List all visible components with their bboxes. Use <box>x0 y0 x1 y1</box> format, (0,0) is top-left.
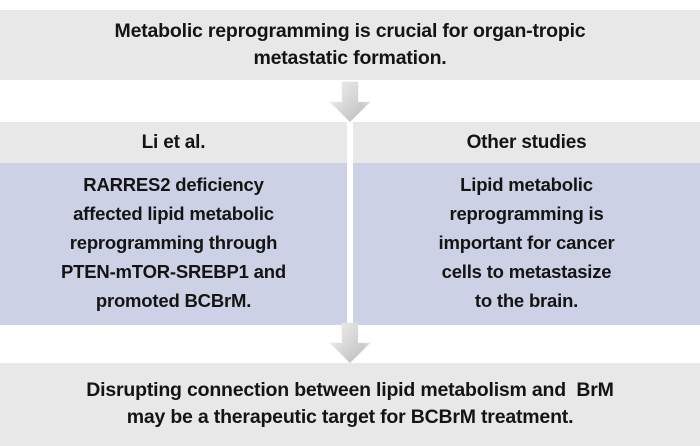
column-body-line: reprogramming through <box>69 232 278 253</box>
column-body-line: to the brain. <box>474 290 579 311</box>
column-body-line: PTEN-mTOR-SREBP1 and <box>61 261 286 282</box>
column-body-line: cells to metastasize <box>441 261 612 282</box>
top-statement-line-2: metastatic formation. <box>253 47 447 69</box>
column-divider <box>347 122 353 325</box>
comparison-block: Li et al. RARRES2 deficiency affected li… <box>0 122 700 325</box>
comparison-column-other-studies: Other studies Lipid metabolic reprogramm… <box>353 122 700 325</box>
column-body-other-studies: Lipid metabolic reprogramming is importa… <box>353 163 700 325</box>
down-arrow-glyph <box>329 81 371 123</box>
column-body-line: promoted BCBrM. <box>95 290 252 311</box>
column-header-other-studies: Other studies <box>353 122 700 163</box>
column-body-line: affected lipid metabolic <box>73 203 274 224</box>
column-header-label: Other studies <box>466 131 587 153</box>
column-body-line: RARRES2 deficiency <box>83 174 264 195</box>
top-statement-line-1: Metabolic reprogramming is crucial for o… <box>114 20 586 42</box>
column-header-label: Li et al. <box>141 131 206 153</box>
column-body-line: Lipid metabolic <box>460 174 593 195</box>
down-arrow-icon-bottom <box>328 322 372 364</box>
column-body-li-et-al: RARRES2 deficiency affected lipid metabo… <box>0 163 347 325</box>
bottom-conclusion-banner: Disrupting connection between lipid meta… <box>0 363 700 446</box>
bottom-conclusion-line-1: Disrupting connection between lipid meta… <box>86 379 614 401</box>
comparison-column-li-et-al: Li et al. RARRES2 deficiency affected li… <box>0 122 347 325</box>
down-arrow-glyph <box>329 322 371 364</box>
top-statement-banner: Metabolic reprogramming is crucial for o… <box>0 10 700 80</box>
bottom-conclusion-line-2: may be a therapeutic target for BCBrM tr… <box>126 406 574 428</box>
down-arrow-icon-top <box>328 81 372 123</box>
column-header-li-et-al: Li et al. <box>0 122 347 163</box>
column-body-line: important for cancer <box>438 232 615 253</box>
column-body-line: reprogramming is <box>449 203 604 224</box>
